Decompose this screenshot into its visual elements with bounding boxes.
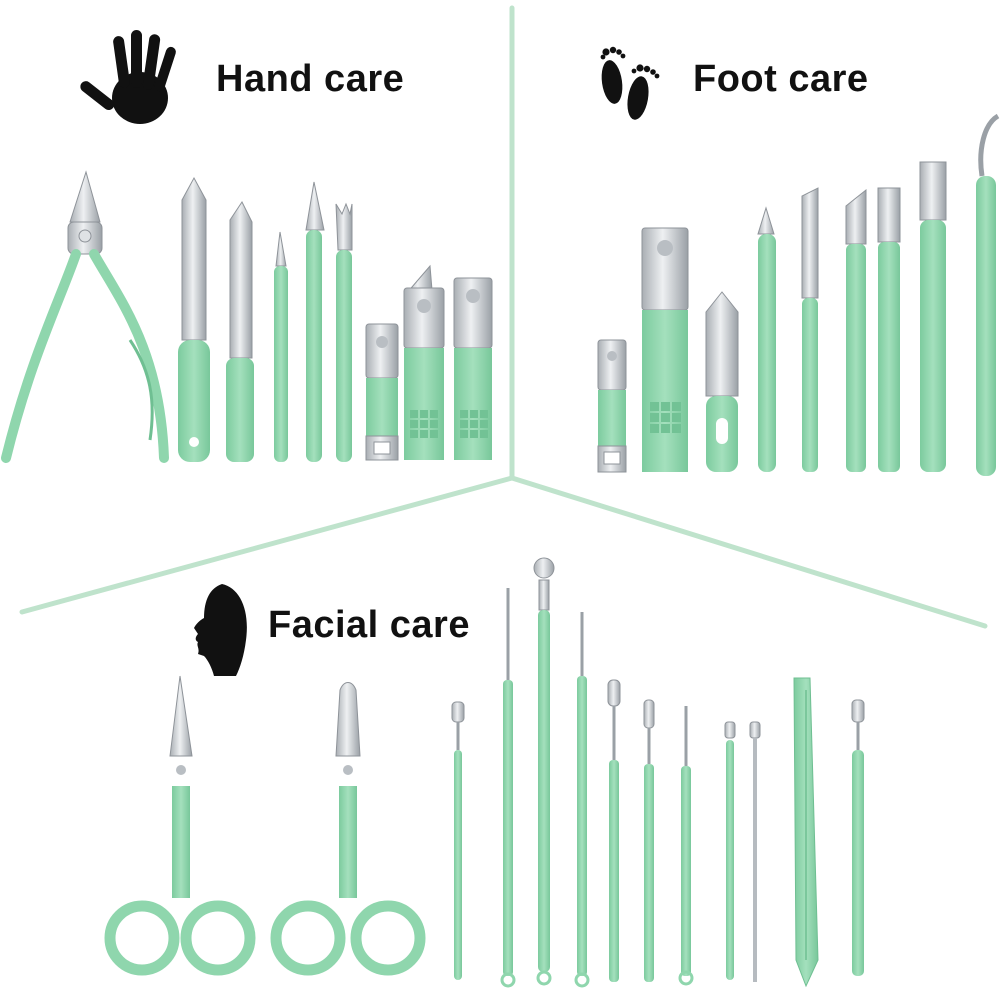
curved-scissors — [104, 675, 256, 976]
face-tools — [104, 557, 865, 988]
round-tip-scissors — [270, 682, 426, 976]
hand-icon — [80, 30, 176, 124]
foot-tools — [597, 113, 1000, 476]
comedone-loop — [533, 557, 555, 986]
section-dividers — [19, 5, 988, 629]
foot-clipper-small — [597, 339, 627, 473]
cuticle-trimmer — [335, 202, 353, 462]
hand-tools — [1, 170, 493, 463]
spiral-ear-cleaner — [607, 679, 621, 982]
spring-ear-cleaner — [643, 699, 655, 982]
foot-scoop — [757, 206, 776, 472]
cuticle-spatula — [305, 181, 325, 462]
ear-pick-4 — [851, 699, 865, 976]
foot-chisel — [919, 161, 947, 472]
nail-file-narrow — [226, 201, 254, 462]
foot-blade-flat — [877, 187, 901, 472]
foot-care-title: Foot care — [693, 58, 869, 100]
nail-clipper-large-1 — [403, 264, 445, 460]
facial-care-title: Facial care — [268, 604, 470, 646]
ear-pick-1 — [451, 701, 465, 980]
foot-rasp — [801, 187, 819, 472]
ear-pick-2 — [724, 721, 736, 980]
tweezers — [793, 677, 819, 988]
footprints-icon — [600, 46, 660, 120]
acne-needle — [678, 706, 694, 986]
nail-clipper-large-2 — [453, 277, 493, 460]
cuticle-nipper — [1, 170, 169, 463]
hand-care-title: Hand care — [216, 58, 405, 100]
nail-file-wide — [178, 176, 210, 462]
foot-clipper-large — [641, 227, 689, 472]
blackhead-needle-1 — [500, 588, 516, 988]
foot-file — [705, 291, 739, 472]
foot-blade-angled — [845, 188, 867, 472]
face-profile-icon — [194, 584, 247, 676]
ingrown-nail-lifter — [976, 113, 1000, 476]
divider-right — [509, 475, 988, 629]
blackhead-needle-2 — [574, 612, 590, 988]
nail-clipper-small — [365, 323, 399, 461]
ear-pick-3 — [749, 721, 761, 982]
cuticle-pusher-small — [274, 231, 288, 462]
divider-left — [19, 475, 515, 615]
